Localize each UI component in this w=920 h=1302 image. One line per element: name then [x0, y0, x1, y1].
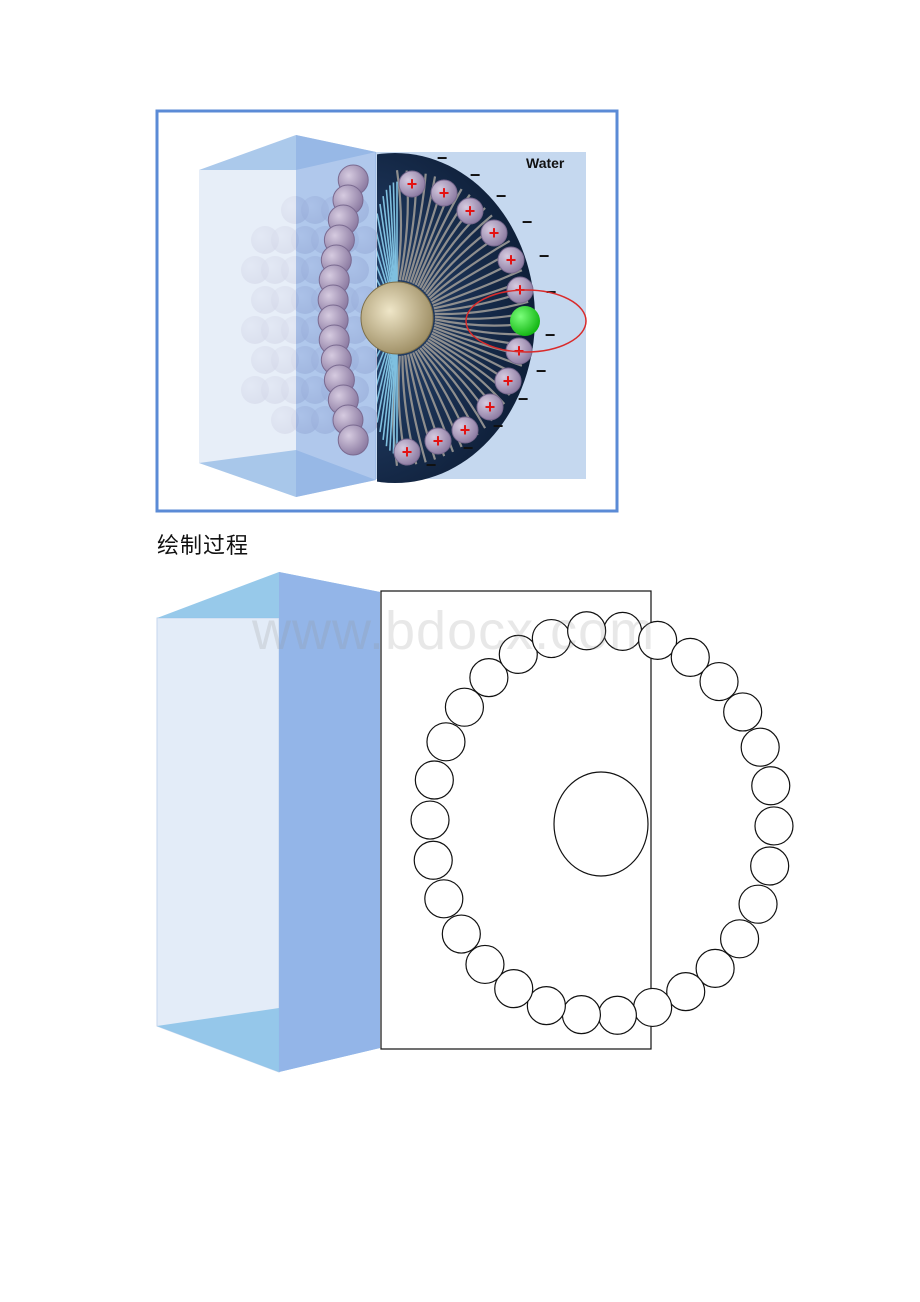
minus-sign: − — [463, 438, 474, 458]
ring-circle — [719, 919, 760, 959]
ring-circle — [444, 687, 485, 727]
head-ring — [410, 611, 794, 1035]
charged-head — [480, 219, 508, 247]
lipid-head — [337, 424, 369, 456]
plus-sign: + — [439, 183, 450, 203]
prism2-front-face — [156, 617, 280, 1073]
green-counterion — [510, 306, 540, 336]
prism2-bottom-face — [157, 1008, 380, 1072]
tail — [428, 240, 511, 300]
micelle-core-particle — [360, 281, 434, 355]
ring-circle — [750, 846, 790, 886]
ring-circle — [526, 986, 566, 1026]
tail — [395, 170, 403, 281]
counterion-signs: −−−−−−−−−−−− — [426, 148, 557, 475]
charged-head — [476, 393, 504, 421]
ring-circle — [695, 948, 735, 988]
tail — [421, 345, 487, 429]
ring-circle — [751, 766, 791, 806]
ring-circle — [754, 806, 794, 846]
plus-sign: + — [465, 201, 476, 221]
tail — [404, 355, 427, 463]
ring-circle — [414, 760, 454, 800]
ring-circle — [441, 914, 481, 954]
charged-head — [456, 197, 484, 225]
prism-front-face — [199, 170, 296, 497]
ring-circle — [494, 969, 534, 1009]
ring-circle — [413, 840, 453, 880]
minus-sign: − — [518, 389, 529, 409]
charged-head — [393, 438, 421, 466]
plus-sign: + — [407, 174, 418, 194]
ring-circle — [424, 879, 464, 919]
ring-circle — [410, 800, 450, 840]
left-head-arc — [317, 164, 369, 456]
minus-sign: − — [437, 148, 448, 168]
minus-sign: − — [522, 212, 533, 232]
ring-circle — [723, 692, 763, 732]
minus-sign: − — [545, 325, 556, 345]
ring-circle — [426, 722, 466, 762]
ring-circle — [699, 661, 739, 702]
plus-sign: + — [485, 397, 496, 417]
minus-sign: − — [470, 165, 481, 185]
plus-sign: + — [506, 250, 517, 270]
tail — [434, 300, 529, 316]
watermark-text: www.bdocx.com — [252, 601, 656, 661]
ring-circle — [670, 637, 710, 677]
minus-sign: − — [496, 186, 507, 206]
charged-head — [424, 427, 452, 455]
ring-circle — [469, 658, 509, 698]
plus-sign: + — [402, 442, 413, 462]
charged-head — [494, 367, 522, 395]
minus-sign: − — [539, 246, 550, 266]
micelle-figure: ++++++++++++ −−−−−−−−−−−− Water — [155, 109, 619, 513]
plus-sign: + — [514, 341, 525, 361]
caption-text: 绘制过程 — [157, 534, 250, 559]
plus-sign: + — [460, 420, 471, 440]
core-circle — [553, 771, 649, 877]
minus-sign: − — [426, 455, 437, 475]
charged-head — [451, 416, 479, 444]
tail — [414, 188, 463, 286]
minus-sign: − — [493, 416, 504, 436]
ring-circle — [561, 995, 602, 1035]
charged-head — [497, 246, 525, 274]
plus-sign: + — [503, 371, 514, 391]
charged-head — [398, 170, 426, 198]
ring-circle — [738, 884, 778, 924]
plus-sign: + — [433, 431, 444, 451]
highlight-ellipse — [465, 289, 587, 353]
ring-circle — [666, 971, 706, 1012]
ring-circle — [465, 944, 505, 985]
tail — [423, 214, 493, 293]
water-label: Water — [526, 155, 565, 171]
ring-circle — [597, 995, 637, 1035]
tail — [432, 269, 523, 307]
ring-circle — [740, 727, 780, 767]
charged-head — [430, 179, 458, 207]
ring-circle — [633, 987, 673, 1028]
minus-sign: − — [536, 361, 547, 381]
plus-sign: + — [489, 223, 500, 243]
